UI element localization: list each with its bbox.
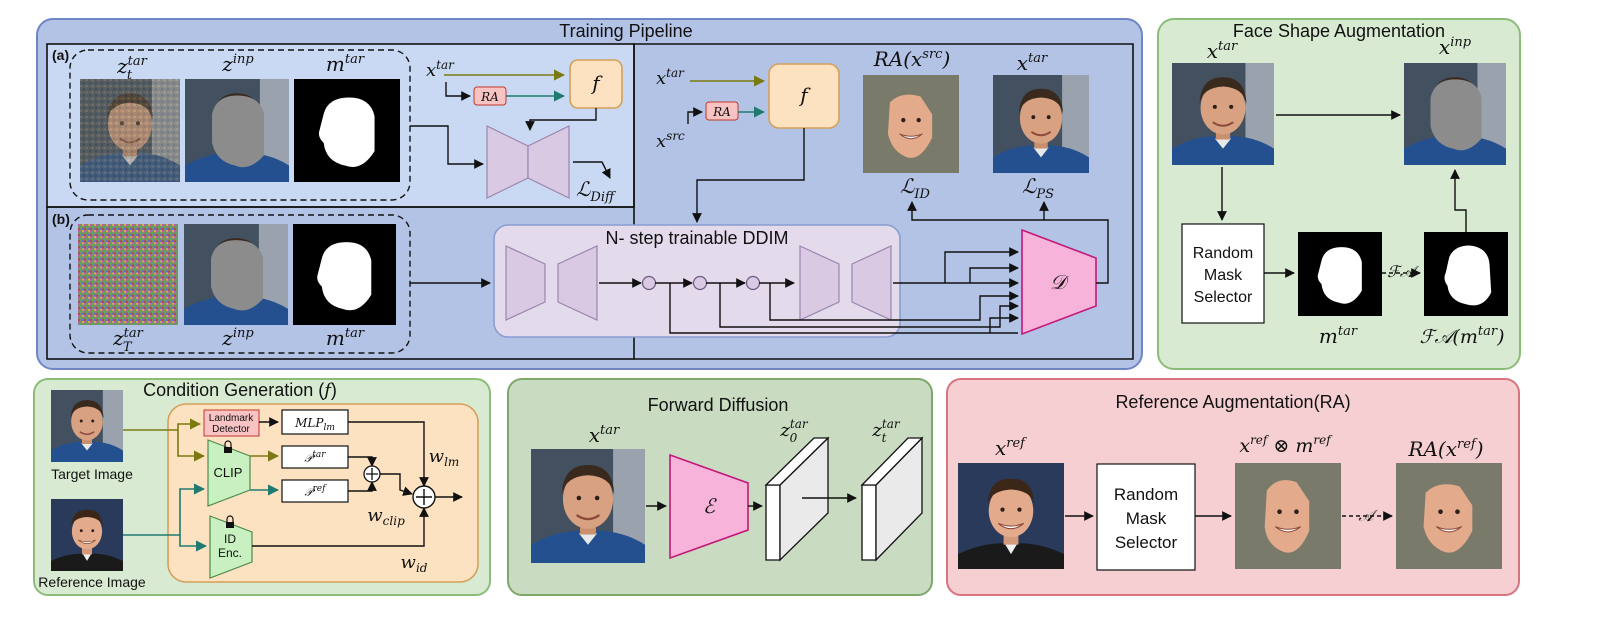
clip-label: CLIP [214, 465, 243, 480]
noisy-target-latent-image [80, 79, 180, 182]
selector-line2-ra: Mask [1126, 509, 1167, 528]
mlp-lm-box [281, 409, 349, 435]
label-z-inp-b: zinp [221, 326, 254, 350]
random-mask-selector-ra [1096, 463, 1196, 571]
masked-reference-image [1235, 463, 1341, 569]
target-image-label: Target Image [51, 466, 133, 482]
selector-line3-fsa: Selector [1194, 289, 1253, 306]
input-image-fsa [1404, 63, 1506, 165]
target-image-fsa [1172, 63, 1274, 165]
masked-input-image-a [185, 79, 289, 182]
vae-decoder [1021, 228, 1097, 336]
selector-line2-fsa: Mask [1204, 267, 1243, 284]
face-shape-title: Face Shape Augmentation [1233, 21, 1445, 41]
reference-image-label: Reference Image [38, 574, 146, 590]
latent-z0-slab [764, 436, 830, 562]
pure-noise-latent-image [78, 224, 178, 325]
selector-line1-ra: Random [1114, 485, 1178, 504]
fa-arrow-label: ℱ𝒜 [1387, 262, 1420, 281]
id-enc-line1: ID [224, 532, 236, 546]
label-x-tar-fd: xtar [589, 423, 620, 447]
condition-title: Condition Generation (f) [143, 380, 337, 401]
ddim-title: N- step trainable DDIM [605, 228, 788, 248]
lock-icon-id [226, 515, 234, 528]
face-shape-augmentation-panel: Face Shape Augmentation xtar xinp Random… [1157, 18, 1521, 370]
reference-image-cg [51, 499, 123, 571]
panel-b-tag: (b) [52, 211, 70, 227]
target-image-fd [531, 449, 645, 563]
ref-aug-title: Reference Augmentation(RA) [1115, 392, 1350, 412]
label-x-tar-fsa: xtar [1207, 39, 1238, 63]
augmented-reference-image [1396, 463, 1502, 569]
target-image-cg [51, 390, 123, 462]
forward-title: Forward Diffusion [648, 395, 789, 415]
decoder-label: 𝒟 [1050, 270, 1070, 294]
id-encoder [209, 515, 253, 579]
unet-decoder-a [527, 125, 570, 199]
training-pipeline-title: Training Pipeline [559, 21, 692, 41]
a-arrow-label: 𝒜 [1358, 506, 1378, 525]
label-masked-ref: xref ⊗ mref [1239, 433, 1333, 457]
augmented-mask-image [1424, 232, 1508, 316]
id-enc-line2: Enc. [218, 546, 242, 560]
encoder-label: ℰ [703, 494, 717, 518]
ra-label-a: RA [480, 90, 499, 104]
masked-input-image-b [184, 224, 288, 325]
panel-a-tag: (a) [52, 47, 69, 63]
landmark-line2: Detector [212, 424, 250, 435]
target-mask-image-b [293, 224, 396, 325]
ra-box-right [705, 101, 739, 121]
mask-image-fsa [1298, 232, 1382, 316]
selector-line3-ra: Selector [1115, 533, 1178, 552]
random-mask-selector-fsa [1181, 223, 1265, 324]
selector-line1-fsa: Random [1193, 245, 1253, 262]
landmark-line1: Landmark [209, 413, 254, 424]
latent-zt-slab [860, 436, 924, 562]
reference-image-ra [958, 463, 1064, 569]
target-image-ps [993, 75, 1089, 173]
reference-augmentation-panel: Reference Augmentation(RA) xref Random M… [946, 378, 1520, 596]
augmented-source-image [863, 75, 959, 173]
target-mask-image-a [294, 79, 400, 182]
condition-generation-panel: Condition Generation (f) Target Image Re… [33, 378, 491, 596]
lock-icon-clip [224, 440, 232, 453]
ra-label-right: RA [712, 105, 731, 119]
vae-encoder [669, 453, 749, 560]
landmark-detector-box [203, 409, 260, 437]
